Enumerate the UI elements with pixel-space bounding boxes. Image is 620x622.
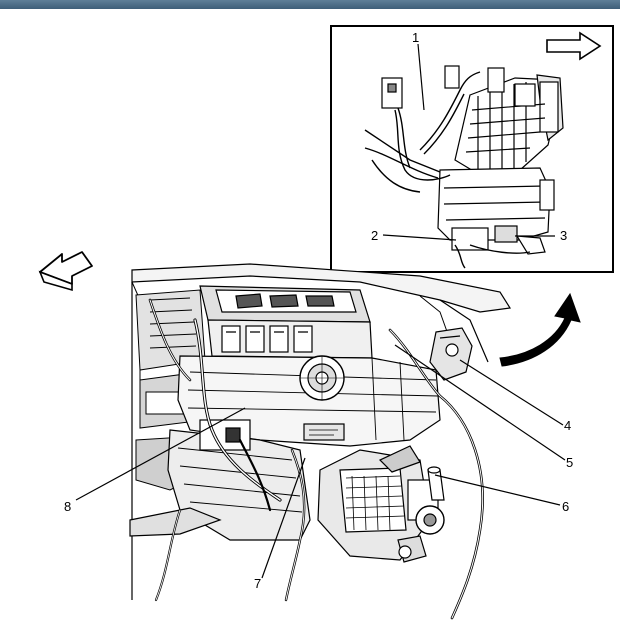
inset-wiring-harness	[364, 71, 531, 269]
window-top-bar	[0, 0, 620, 9]
outline-arrow-icon	[546, 31, 602, 61]
callout-6: 6	[562, 499, 570, 514]
main-leader-lines	[75, 344, 566, 579]
callout-1: 1	[412, 30, 420, 45]
wiring-harness	[148, 298, 484, 620]
hose	[427, 466, 445, 501]
mount-bracket	[429, 327, 473, 381]
main-view	[129, 263, 512, 600]
inset-leader-lines	[382, 43, 555, 241]
callout-4: 4	[564, 418, 572, 433]
callout-8: 8	[64, 499, 72, 514]
inset-view	[330, 25, 614, 273]
inset-hvac-housing	[381, 65, 564, 255]
callout-5: 5	[566, 455, 574, 470]
outline-arrow-icon	[38, 251, 93, 292]
connector-block	[317, 445, 445, 563]
callout-3: 3	[560, 228, 568, 243]
callout-2: 2	[371, 228, 379, 243]
callout-7: 7	[254, 576, 262, 591]
curved-arrow-icon	[499, 292, 581, 367]
control-unit-upper	[199, 285, 373, 359]
